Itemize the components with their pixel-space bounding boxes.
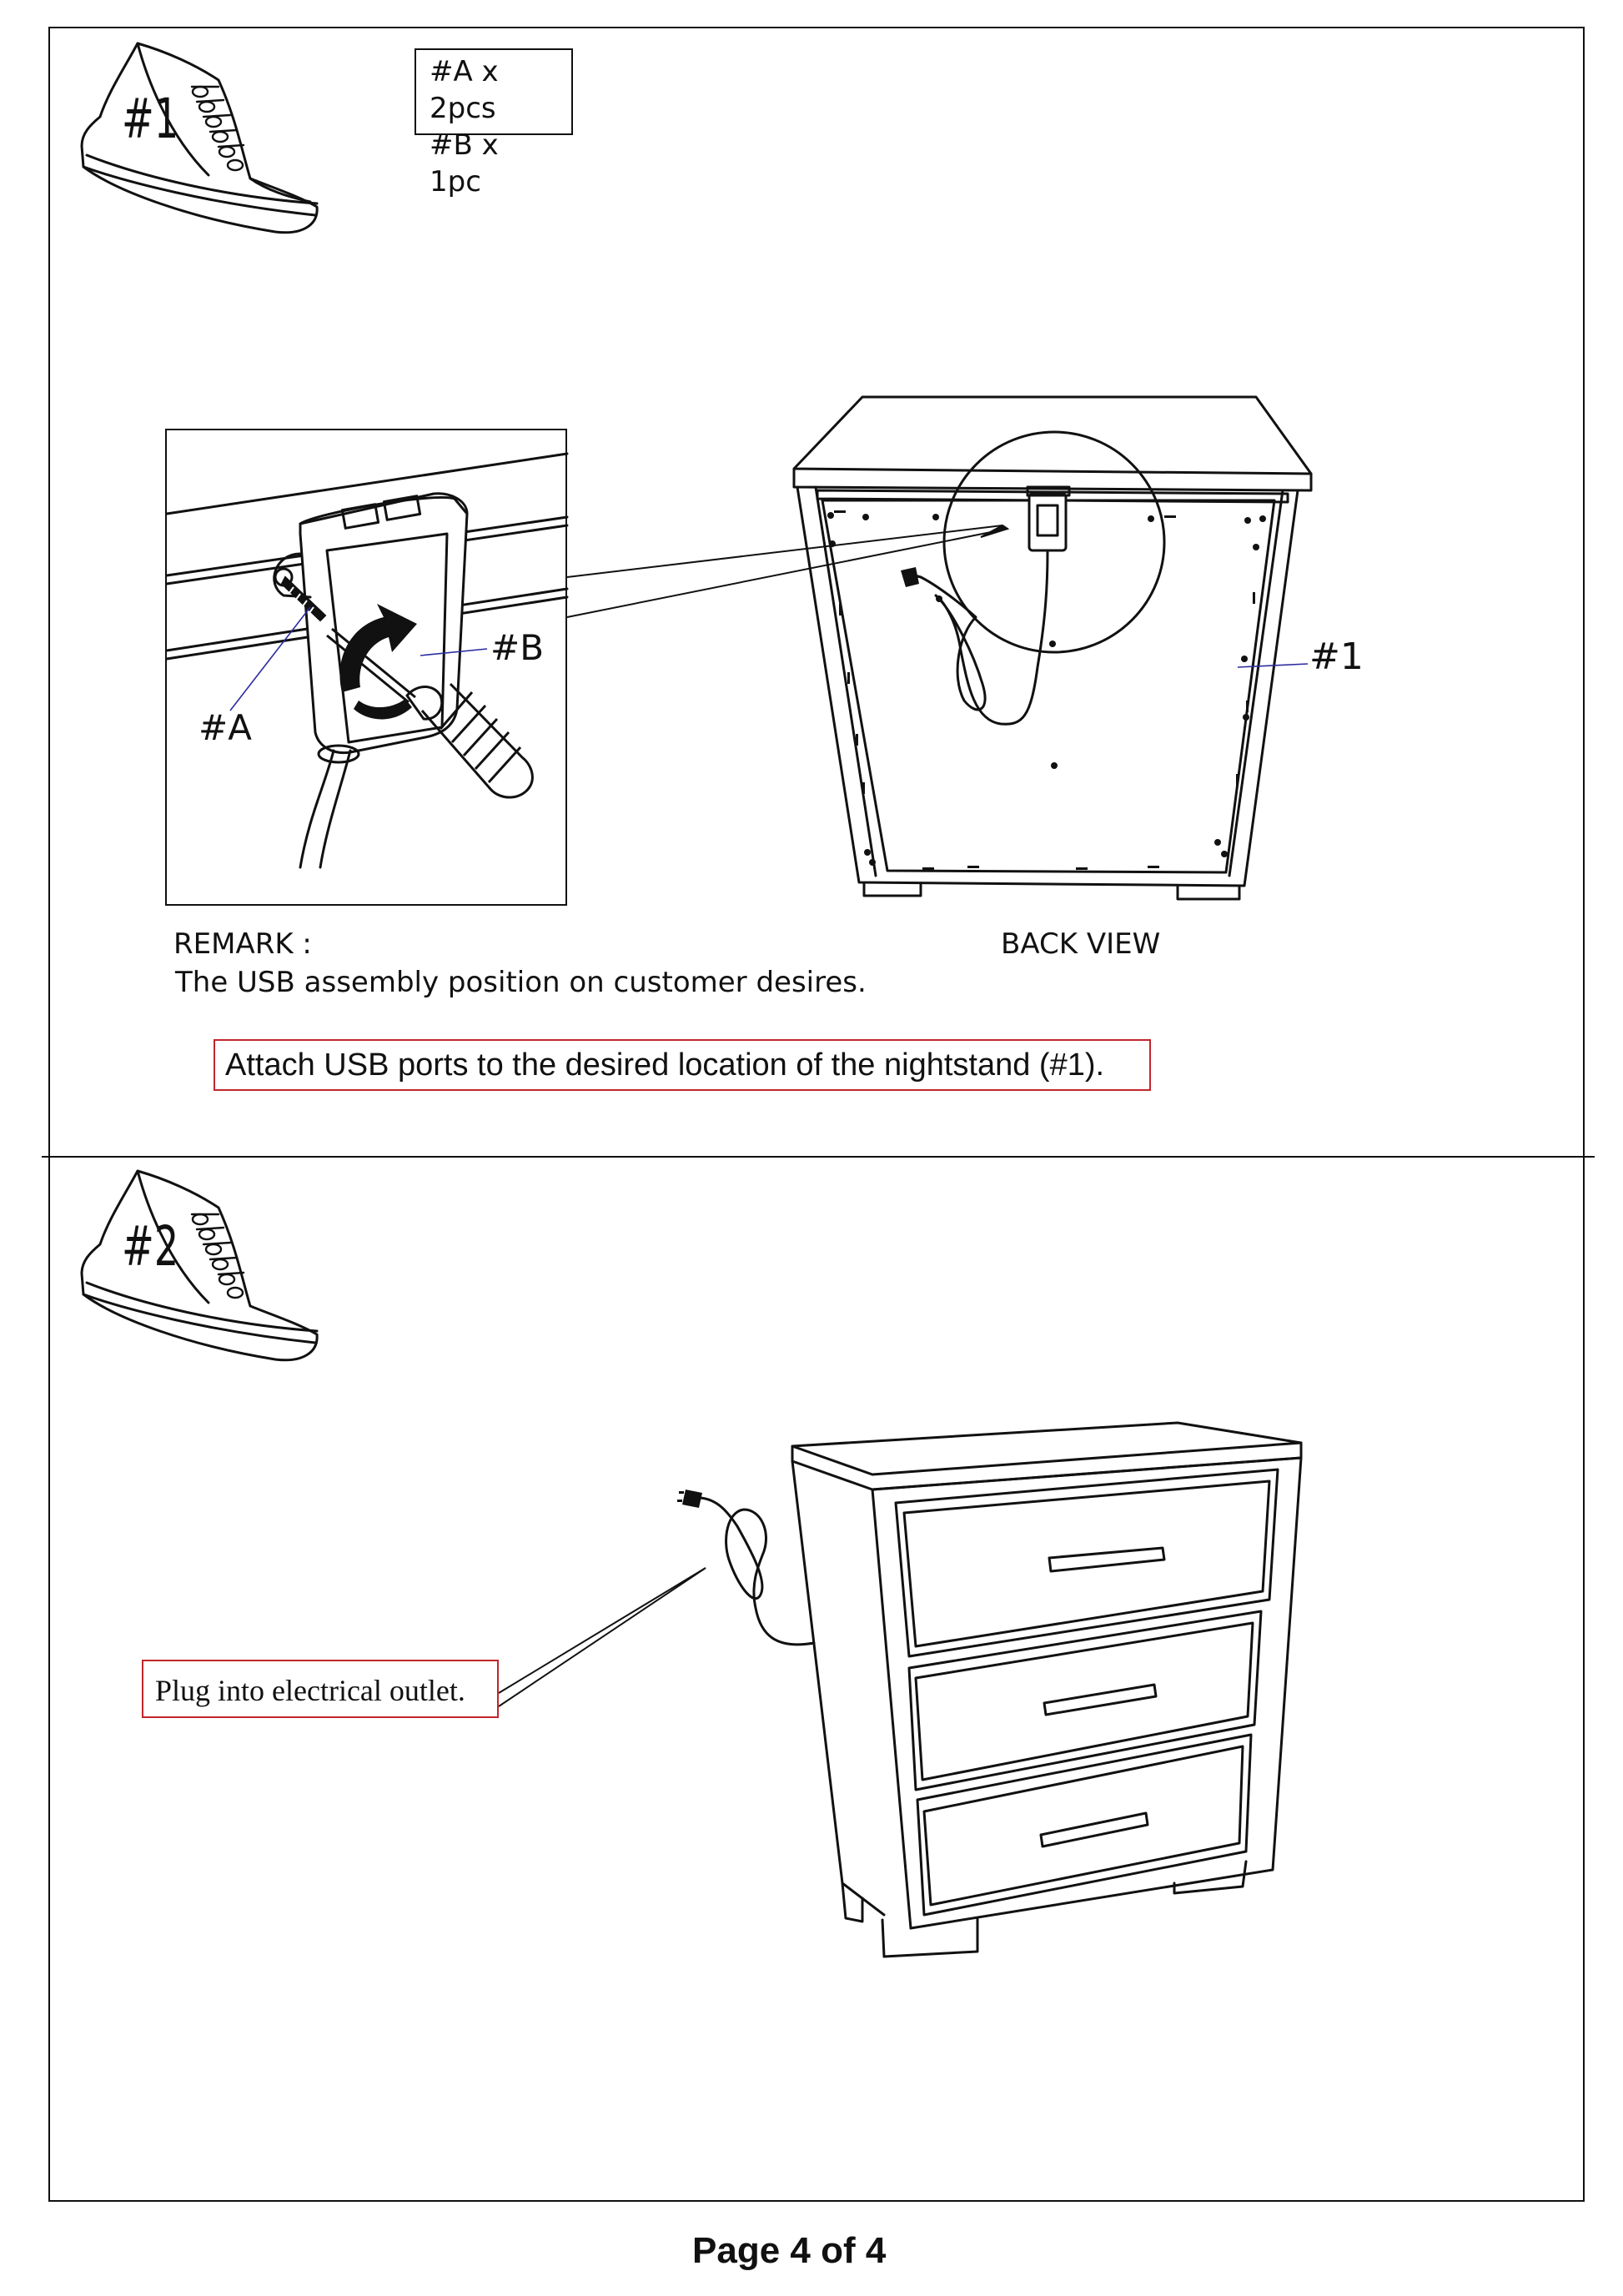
step-1-number: #1 [122, 87, 179, 151]
step-1-instruction-callout: Attach USB ports to the desired location… [214, 1039, 1151, 1091]
page-number: Page 4 of 4 [692, 2230, 887, 2271]
label-hardware-a: #A [198, 707, 252, 748]
step-1-instruction-text: Attach USB ports to the desired location… [225, 1048, 1105, 1083]
parts-list-item-a: #A x 2pcs [430, 55, 499, 125]
view-label: BACK VIEW [1001, 927, 1161, 961]
label-item-1: #1 [1309, 636, 1364, 678]
step-2-instruction-callout: Plug into electrical outlet. [142, 1660, 499, 1718]
step-2-instruction-text: Plug into electrical outlet. [155, 1674, 465, 1707]
section-divider [42, 1156, 1595, 1158]
remark-heading: REMARK : [173, 927, 312, 961]
step-2-number: #2 [122, 1214, 179, 1279]
parts-list: #A x 2pcs #B x 1pc [415, 48, 573, 198]
parts-list-item-b: #B x 1pc [430, 128, 499, 198]
remark-text: The USB assembly position on customer de… [175, 966, 867, 999]
detail-inset [165, 429, 567, 906]
label-hardware-b: #B [490, 627, 545, 668]
